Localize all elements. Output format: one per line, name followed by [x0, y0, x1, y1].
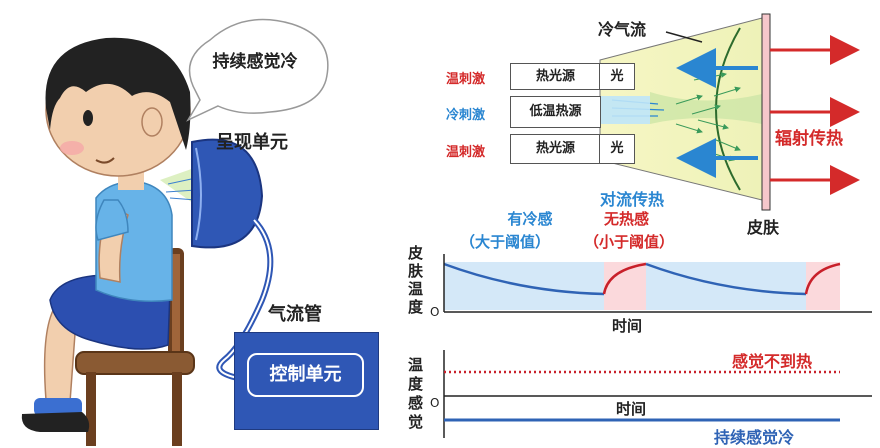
- no-warm-label: 无热感: [604, 210, 650, 228]
- light-box-top: 光: [599, 63, 635, 90]
- skin-temp-cooling-2: [645, 262, 807, 296]
- heat-light-source-top: 热光源: [510, 63, 601, 90]
- tube-label: 气流管: [268, 304, 322, 325]
- warm-stimulus-top: 温刺激: [446, 72, 486, 87]
- no-warm-sensation-label: 感觉不到热: [732, 352, 813, 371]
- sock: [34, 398, 82, 416]
- skin-layer: [761, 13, 771, 211]
- light-box-bottom: 光: [599, 134, 635, 164]
- origin-top: O: [430, 305, 440, 319]
- control-unit: 控制单元: [234, 332, 379, 430]
- time-label-top: 时间: [612, 317, 643, 335]
- skin-temp-warming-1: [602, 262, 647, 295]
- low-temp-source: 低温热源: [510, 96, 601, 128]
- chair: [75, 248, 195, 446]
- low-temp-source-label: 低温热源: [529, 104, 582, 119]
- airflow-to-neck: [160, 166, 200, 208]
- cold-airflow-label: 冷气流: [598, 20, 647, 39]
- mechanism-diagram: [599, 13, 860, 211]
- above-threshold-label: （大于阈值）: [460, 233, 551, 251]
- device-label: 呈现单元: [216, 132, 288, 153]
- cold-sensation-label: 有冷感: [484, 208, 576, 229]
- person-illustration: [21, 18, 329, 446]
- radiation-label: 辐射传热: [775, 129, 843, 149]
- sensation-graph: [443, 350, 872, 438]
- speech-bubble: [186, 18, 329, 122]
- light-label-top: 光: [610, 69, 624, 84]
- presentation-unit: [191, 138, 264, 249]
- eye: [83, 110, 93, 126]
- warm-stimulus-bottom: 温刺激: [446, 145, 486, 160]
- heat-light-source-bottom: 热光源: [510, 134, 601, 164]
- skin-temp-cooling-1: [443, 262, 605, 296]
- heat-light-source-top-label: 热光源: [535, 69, 575, 84]
- convection-label: 对流传热: [600, 190, 665, 209]
- light-label-bottom: 光: [610, 141, 624, 156]
- hair: [45, 37, 191, 150]
- skin-label: 皮肤: [747, 218, 780, 237]
- cold-sensation-line1: 有冷感: [507, 210, 553, 228]
- sensation-ylabel: 温度 感觉: [408, 356, 424, 431]
- skin-temp-graph: [443, 254, 872, 313]
- continuous-cold-label: 持续感觉冷: [714, 428, 795, 447]
- skin-temp-ylabel: 皮肤 温度: [408, 244, 424, 316]
- origin-bottom: O: [430, 396, 440, 410]
- control-unit-label: 控制单元: [247, 353, 364, 397]
- speech-text: 持续感觉冷: [212, 52, 298, 72]
- skin-temp-warming-2: [804, 262, 841, 295]
- below-threshold-label: （小于阈值）: [584, 233, 675, 251]
- cold-stimulus: 冷刺激: [446, 108, 486, 123]
- shoe: [21, 412, 90, 432]
- time-label-bottom: 时间: [616, 400, 647, 418]
- heat-light-source-bottom-label: 热光源: [535, 141, 575, 156]
